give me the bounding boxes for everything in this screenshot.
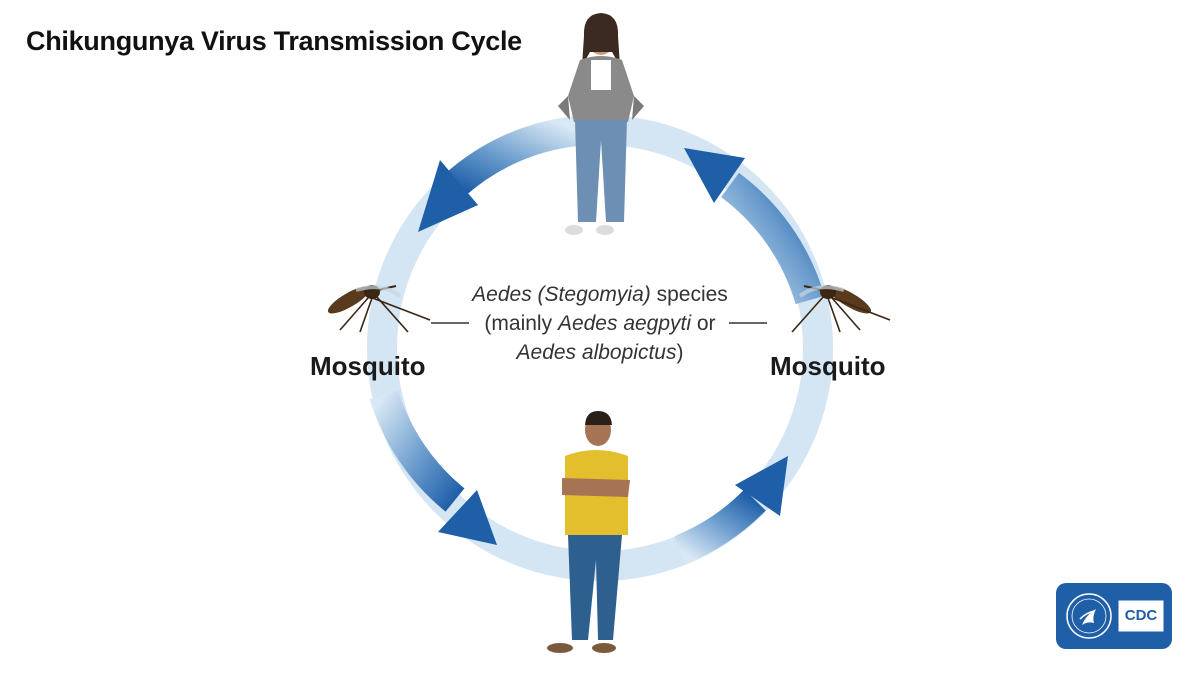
right-mosquito-label: Mosquito [770,351,886,381]
arrow-human-to-right-mosquito [674,489,766,564]
woman-figure [558,13,644,235]
genus-subgenus-text: Aedes (Stegomyia) [472,283,651,306]
aedes-albopictus-text: Aedes albopictus [516,341,677,364]
arrow-left-mosquito-to-human [369,390,465,512]
closing-paren: ) [676,341,684,364]
man-figure [547,411,630,653]
aedes-aegypti-text: Aedes aegpyti [557,312,692,335]
species-line-2: (mainly Aedes aegpyti or [440,309,760,338]
or-text: or [691,312,716,335]
arrowhead-lower-right [735,456,788,516]
species-word: species [650,283,728,306]
hhs-seal-icon [1066,593,1112,639]
arrowhead-upper-right [684,148,745,203]
arrow-right-mosquito-to-human [720,172,825,305]
left-mosquito-label: Mosquito [310,351,426,381]
arrow-human-to-left-mosquito [445,116,578,197]
right-mosquito-figure [791,285,891,333]
species-line-3: Aedes albopictus) [440,338,760,367]
vector-species-description: Aedes (Stegomyia) species (mainly Aedes … [440,280,760,367]
mainly-text: (mainly [484,312,558,335]
cdc-wordmark-icon [1118,600,1164,632]
left-mosquito-figure [327,285,431,333]
diagram-title: Chikungunya Virus Transmission Cycle [26,26,522,56]
cdc-wordmark-text: CDC [1124,607,1158,624]
arrowhead-lower-left [438,490,497,545]
arrowhead-upper-left [418,160,478,232]
cdc-logo: CDC [1056,583,1172,649]
species-line-1: Aedes (Stegomyia) species [440,280,760,309]
